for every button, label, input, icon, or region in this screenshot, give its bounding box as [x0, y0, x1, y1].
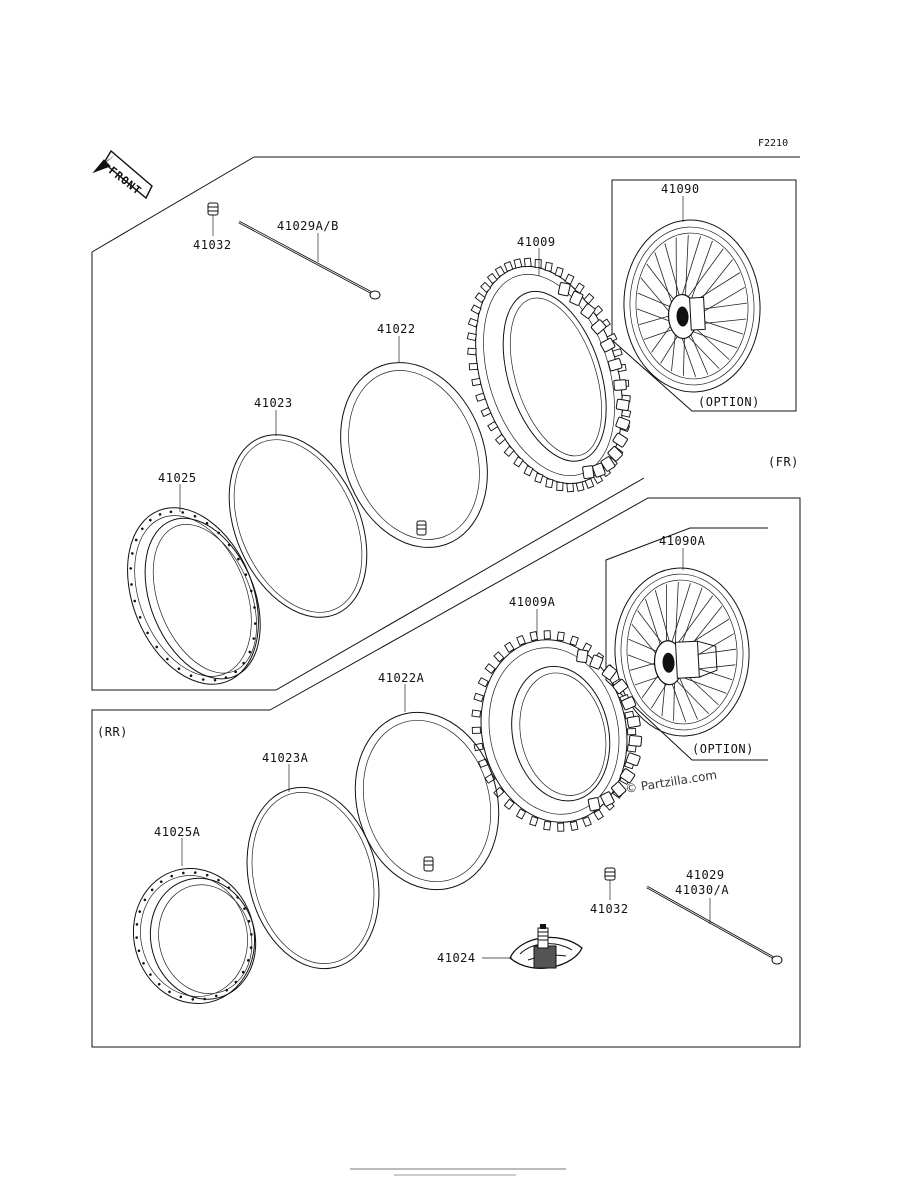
rear-rim-illustration — [132, 868, 257, 1004]
front-wheel-illustration — [623, 219, 761, 393]
diagram-code: F2210 — [758, 138, 788, 149]
label-41025: 41025 — [158, 471, 197, 485]
front-arrow-icon: FRONT — [92, 149, 153, 200]
front-rim-band-illustration — [228, 434, 368, 618]
watermark: © Partzilla.com — [624, 768, 718, 796]
rear-section-label: (RR) — [97, 725, 128, 739]
label-41029: 41029 — [686, 868, 725, 882]
label-41032-front: 41032 — [193, 238, 232, 252]
rim-lock-illustration — [509, 924, 583, 969]
label-41024: 41024 — [437, 951, 476, 965]
front-tube-valve-icon — [416, 520, 427, 536]
rear-valve-cap-icon — [604, 867, 616, 881]
label-41023A: 41023A — [262, 751, 309, 765]
rear-section-border — [91, 497, 801, 1048]
rear-tire-illustration — [471, 630, 643, 832]
front-tube-illustration — [340, 362, 488, 548]
front-rim-illustration — [127, 507, 261, 685]
label-41032-rear: 41032 — [590, 902, 629, 916]
front-valve-cap-icon — [207, 202, 219, 216]
rear-rim-band-illustration — [246, 786, 380, 970]
rear-tube-valve-icon — [423, 856, 434, 872]
front-option-label: (OPTION) — [698, 395, 760, 409]
rear-option-box — [605, 527, 768, 761]
front-section-label: (FR) — [768, 455, 799, 469]
rear-spoke-illustration — [646, 885, 783, 965]
label-41030A: 41030/A — [675, 883, 729, 897]
rear-option-label: (OPTION) — [692, 742, 754, 756]
front-tire-illustration — [466, 257, 632, 493]
label-41025A: 41025A — [154, 825, 201, 839]
label-41090: 41090 — [661, 182, 700, 196]
front-spoke-illustration — [238, 220, 381, 300]
label-41022: 41022 — [377, 322, 416, 336]
label-41009: 41009 — [517, 235, 556, 249]
rear-tube-illustration — [354, 711, 500, 891]
label-41023: 41023 — [254, 396, 293, 410]
rear-wheel-illustration — [614, 567, 750, 737]
footer-fine-print — [350, 1168, 566, 1176]
label-41090A: 41090A — [659, 534, 706, 548]
label-41022A: 41022A — [378, 671, 425, 685]
label-41009A: 41009A — [509, 595, 556, 609]
front-section-border — [91, 156, 800, 691]
label-41029AB: 41029A/B — [277, 219, 339, 233]
front-option-box — [611, 179, 797, 412]
